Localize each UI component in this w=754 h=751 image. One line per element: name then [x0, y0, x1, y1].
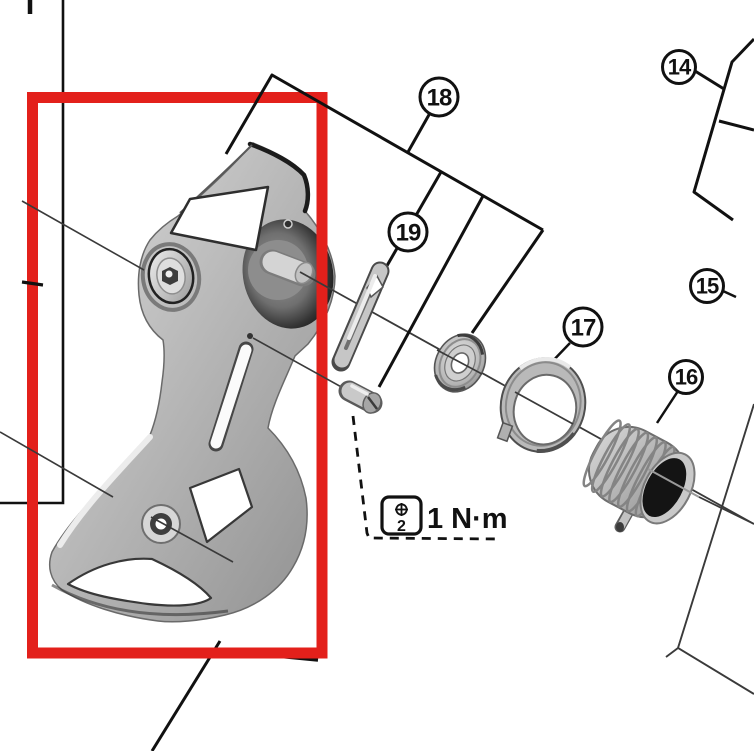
part-spring: [582, 419, 696, 533]
axis-line-visible-segments: [436, 349, 754, 525]
callout-18-circle: [418, 76, 460, 118]
bottom-right-bracket-line: [665, 403, 754, 695]
callout-16: 16: [668, 359, 704, 395]
lock-ring-tab: [496, 421, 514, 443]
hub-axis-line-a: [0, 431, 114, 498]
callout-18-label: 18: [427, 85, 452, 112]
callout-18: 18: [418, 76, 460, 118]
callout-15-circle: [689, 268, 725, 304]
bottom-left-leader-line: [150, 640, 222, 751]
left-bracket-line: [0, 0, 65, 505]
lock-ring-shade: [536, 432, 576, 453]
plate-bolt-hole: [283, 219, 293, 229]
torque-dashed-leader: [351, 415, 501, 541]
plate-triangle-cutout: [169, 185, 270, 252]
lock-ring-lip: [504, 361, 582, 447]
part-outer-plate: [49, 141, 336, 623]
pivot-hex-glint: [165, 270, 173, 278]
callout-16-circle: [668, 359, 704, 395]
cage-bottom-crease: [51, 583, 229, 617]
bracket-14-branch: [718, 119, 754, 132]
phillips-screwdriver-icon: [395, 503, 408, 516]
bracket-18-rail: [224, 73, 544, 232]
bracket-18-drop-washer: [470, 229, 545, 334]
axis-through-spring: [647, 468, 700, 498]
callout-19: 19: [387, 211, 429, 253]
leader-circle-16: [655, 390, 680, 424]
callout-19-circle: [387, 211, 429, 253]
left-edge-tick: [21, 280, 44, 287]
torque-tool-size: 2: [397, 518, 406, 535]
callout-17-circle: [562, 306, 604, 348]
part-lock-ring: [496, 356, 587, 453]
axis-through-washer: [436, 349, 483, 375]
cage-cutout-right: [188, 467, 254, 544]
hub-axis-line-b: [150, 516, 234, 563]
axis-through-ring: [514, 391, 574, 425]
link-lever-highlight: [347, 274, 377, 340]
arm-small-hole: [247, 333, 253, 339]
callout-16-label: 16: [675, 365, 698, 390]
washer-shade-top: [457, 333, 485, 355]
callout-14-circle: [661, 49, 697, 85]
axis-tail: [698, 496, 754, 525]
washer-shade-bottom: [434, 374, 466, 392]
callout-bracket-lines: [224, 37, 754, 424]
pin-slot: [367, 396, 378, 410]
bracket-18-drop-pin: [377, 195, 485, 388]
pin-axis-line: [252, 337, 346, 390]
cage-left-highlight: [57, 434, 153, 548]
spring-leg-tip: [616, 522, 624, 532]
red-highlight-box: [27, 92, 328, 659]
leader-circle-15: [722, 289, 737, 299]
pivot-stud-tip: [294, 261, 314, 285]
callout-15: 15: [689, 268, 725, 304]
plate-top-edge-shading: [247, 141, 311, 214]
part-link-lever: [331, 261, 390, 372]
callout-14: 14: [661, 49, 697, 85]
part-adjust-pin: [338, 380, 383, 414]
cage-cutout-left: [66, 557, 213, 607]
callout-19-label: 19: [396, 220, 421, 247]
pin-highlight: [350, 384, 369, 396]
lock-ring-hole: [512, 373, 578, 446]
callout-17: 17: [562, 306, 604, 348]
leader-circle-14: [694, 69, 725, 91]
callout-bubbles: 18 19 17 14 15 16: [387, 49, 725, 395]
left-thin-leader-line: [21, 200, 145, 271]
bracket-14-rail: [692, 37, 754, 222]
lock-ring-highlight: [518, 356, 572, 370]
torque-annotation: 2 1 N·m: [351, 415, 508, 541]
bracket-18-to-circle: [406, 112, 432, 153]
arm-slot: [210, 344, 252, 449]
callout-14-label: 14: [668, 55, 692, 80]
callout-17-label: 17: [571, 315, 596, 342]
pivot-boss-shadow: [140, 242, 202, 312]
callout-15-label: 15: [696, 274, 719, 299]
torque-value: 1 N·m: [427, 503, 508, 535]
